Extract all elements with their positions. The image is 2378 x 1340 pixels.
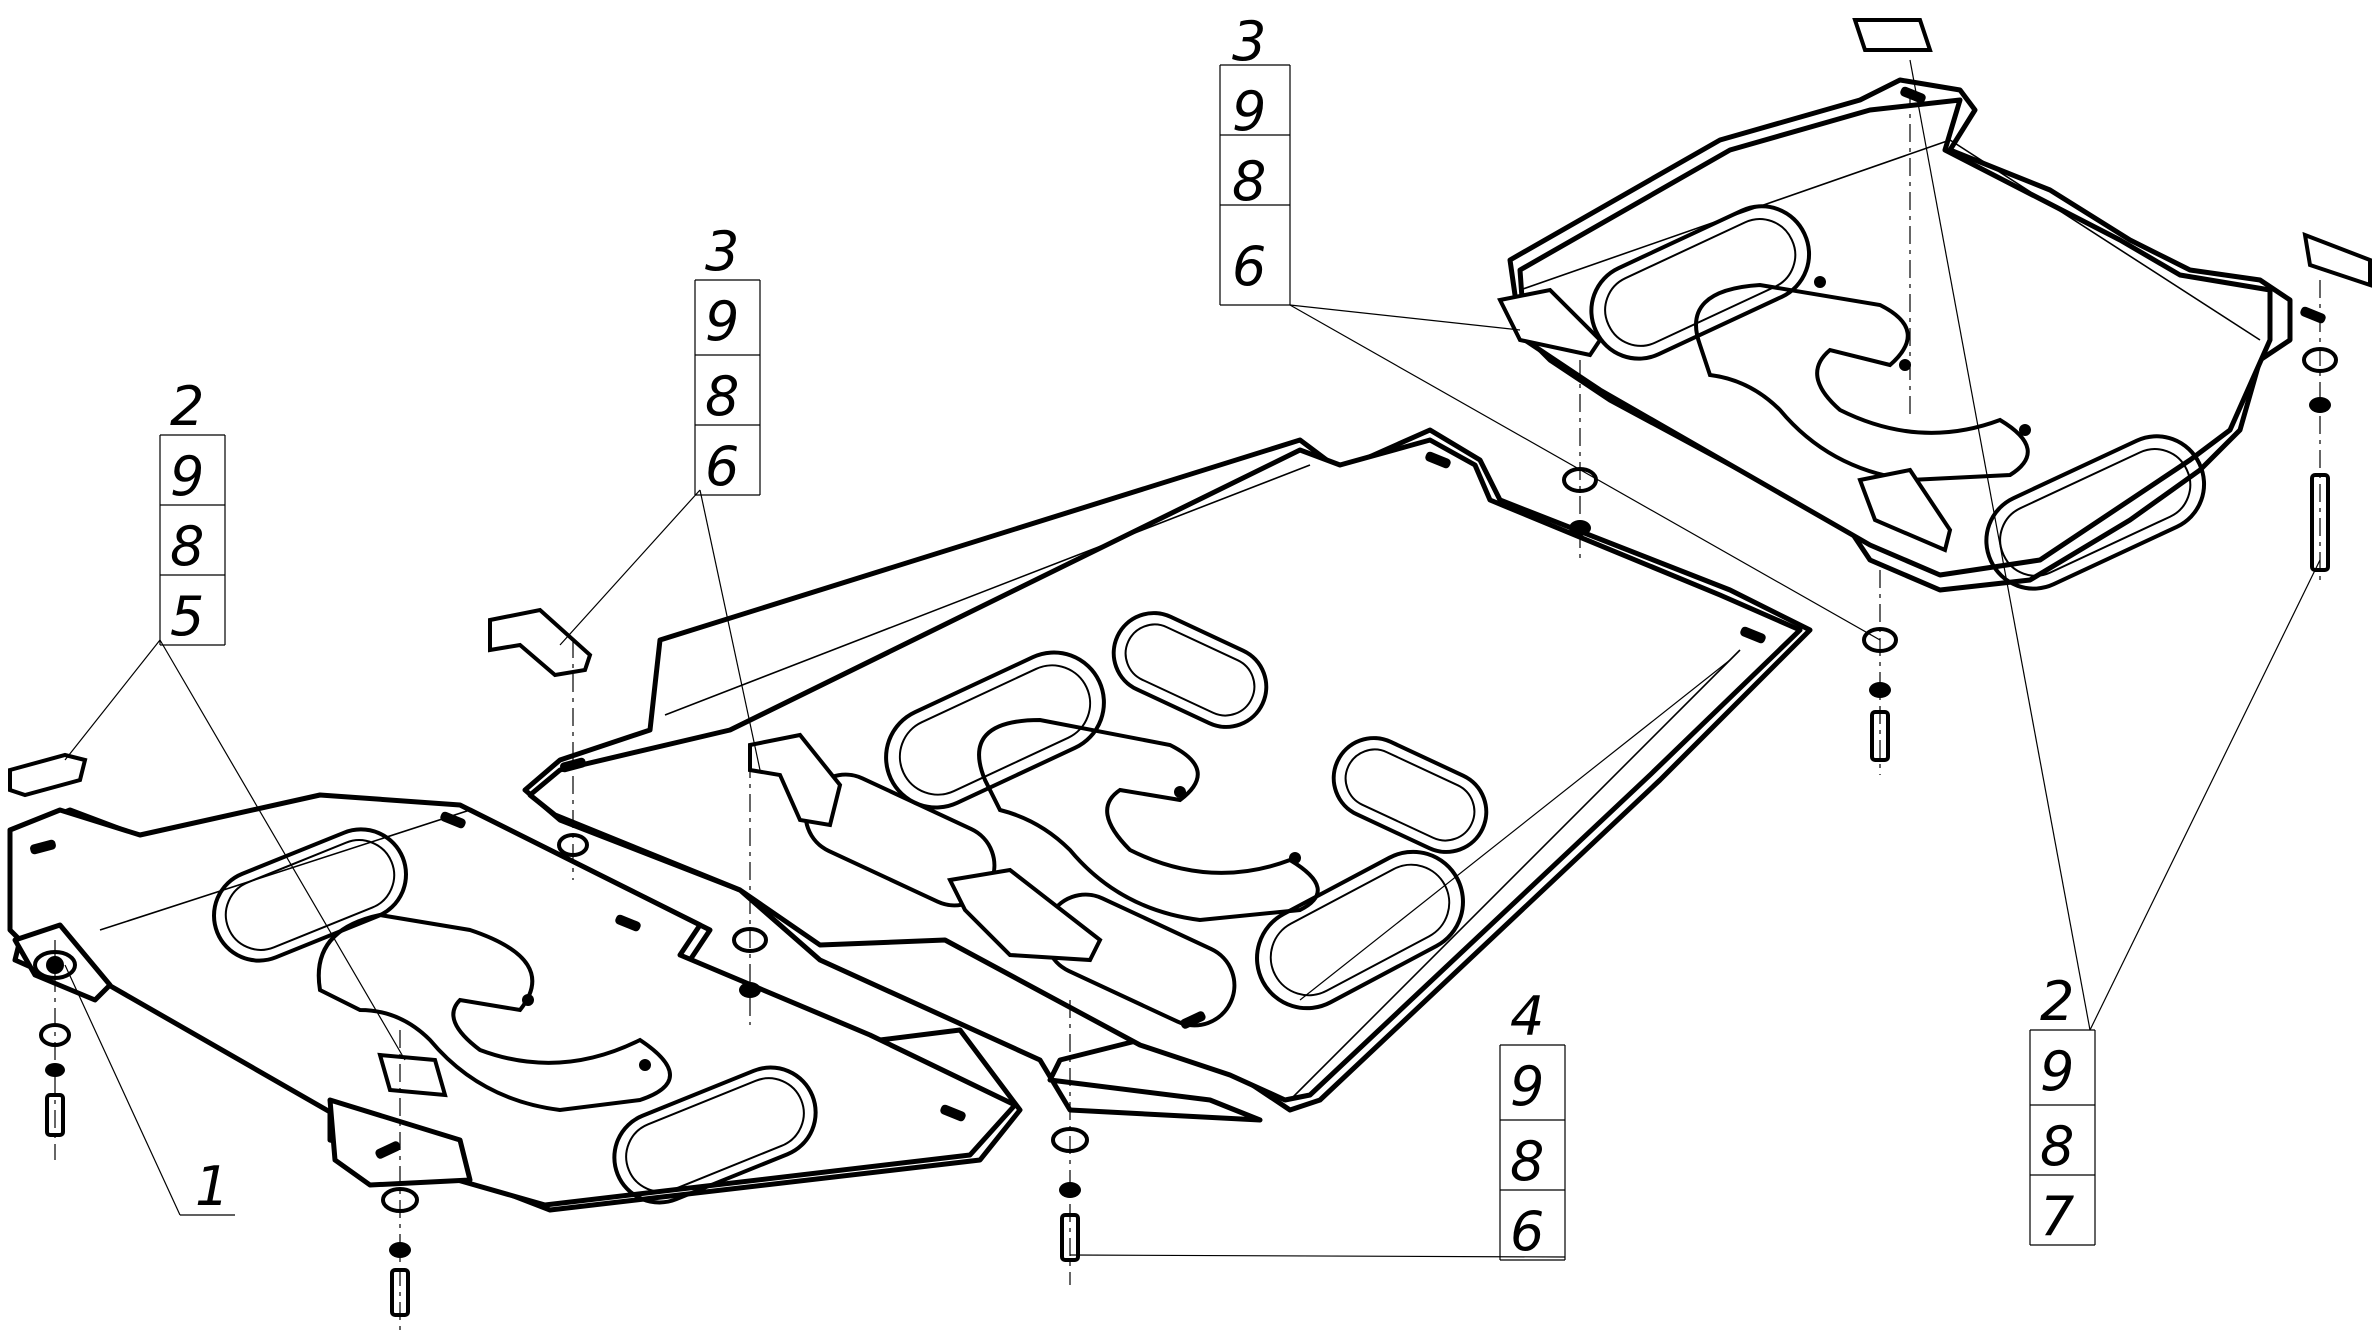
callout-c4-3: 6 bbox=[1510, 1200, 1544, 1263]
callout-c2-0: 3 bbox=[705, 220, 739, 283]
callout-c1-3: 6 bbox=[1232, 235, 1266, 298]
callout-c5-1: 9 bbox=[2040, 1040, 2074, 1103]
callout-c5-0: 2 bbox=[2040, 970, 2074, 1033]
leader-lines bbox=[64, 59, 2321, 1258]
callout-c3-3: 5 bbox=[170, 585, 204, 648]
callout-stack-middle: 3 9 8 6 bbox=[694, 220, 761, 498]
callout-c2-2: 8 bbox=[705, 365, 739, 428]
callout-c2-1: 9 bbox=[705, 290, 739, 353]
skid-plate-middle bbox=[522, 427, 1813, 1123]
callout-c5-2: 8 bbox=[2040, 1115, 2074, 1178]
callout-c1-0: 3 bbox=[1232, 10, 1266, 73]
brackets bbox=[8, 18, 2372, 1098]
callout-stack-top-right: 3 9 8 6 bbox=[1219, 10, 1291, 306]
callout-c4-1: 9 bbox=[1510, 1055, 1544, 1118]
callout-stack-right: 2 9 8 7 bbox=[2029, 970, 2096, 1248]
callout-c1-2: 8 bbox=[1232, 150, 1266, 213]
callout-stack-bottom: 4 9 8 6 bbox=[1499, 985, 1566, 1263]
fastener-stacks bbox=[33, 280, 2338, 1335]
callout-c3-2: 8 bbox=[170, 515, 204, 578]
callout-stack-left: 2 9 8 5 bbox=[159, 375, 226, 648]
callout-c3-0: 2 bbox=[170, 375, 204, 438]
callout-c5-3: 7 bbox=[2040, 1185, 2074, 1248]
callout-c2-3: 6 bbox=[705, 435, 739, 498]
callout-single: 1 bbox=[180, 1155, 235, 1218]
callout-c3-1: 9 bbox=[170, 445, 204, 508]
callout-c4-0: 4 bbox=[1510, 985, 1544, 1048]
skid-plate-right bbox=[1507, 77, 2326, 593]
callout-c6-0: 1 bbox=[195, 1155, 229, 1218]
callout-c4-2: 8 bbox=[1510, 1130, 1544, 1193]
callout-c1-1: 9 bbox=[1232, 80, 1266, 143]
skid-plate-left bbox=[7, 792, 1023, 1213]
